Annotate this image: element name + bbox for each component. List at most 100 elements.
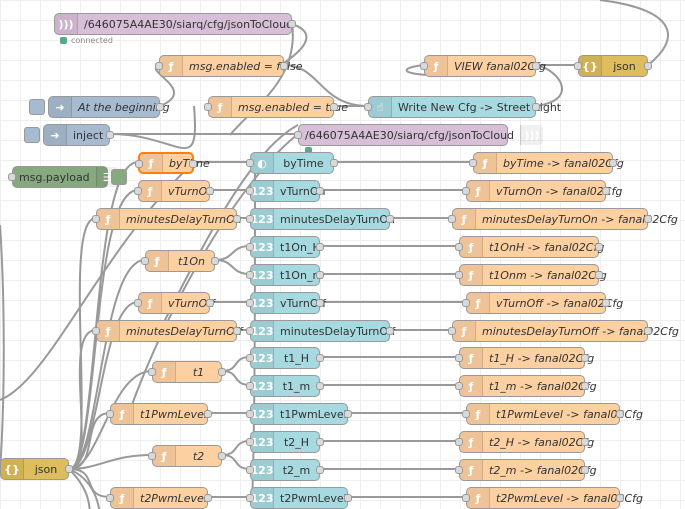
output-port[interactable] xyxy=(595,243,603,251)
inject-trigger-button[interactable] xyxy=(24,127,40,143)
output-port[interactable] xyxy=(206,187,214,195)
output-port[interactable] xyxy=(602,299,610,307)
output-port[interactable] xyxy=(316,438,324,446)
output-port[interactable] xyxy=(316,271,324,279)
output-port[interactable] xyxy=(644,327,652,335)
input-port[interactable] xyxy=(455,354,463,362)
output-port[interactable] xyxy=(386,327,394,335)
input-port[interactable] xyxy=(455,438,463,446)
json-node-bottom[interactable]: {} json xyxy=(0,458,73,480)
output-port[interactable] xyxy=(233,327,241,335)
output-port[interactable] xyxy=(532,62,540,70)
button-node-write-cfg[interactable]: ☝ Write New Cfg -> Street Light xyxy=(364,96,561,118)
output-port[interactable] xyxy=(595,271,603,279)
output-port[interactable] xyxy=(189,160,197,168)
input-port[interactable] xyxy=(155,62,163,70)
output-port[interactable] xyxy=(288,20,296,28)
output-port[interactable] xyxy=(532,103,540,111)
output-port[interactable] xyxy=(616,494,624,502)
input-port[interactable] xyxy=(455,466,463,474)
output-port[interactable] xyxy=(211,257,219,265)
function-node-enabled-false[interactable]: ƒ msg.enabled = false xyxy=(155,55,303,77)
input-port[interactable] xyxy=(246,438,254,446)
output-port[interactable] xyxy=(644,62,652,70)
function-node-enabled-true[interactable]: ƒ msg.enabled = true xyxy=(204,96,348,118)
input-port[interactable] xyxy=(246,187,254,195)
output-port[interactable] xyxy=(616,410,624,418)
input-port[interactable] xyxy=(141,257,149,265)
input-port[interactable] xyxy=(134,299,142,307)
input-port[interactable] xyxy=(462,494,470,502)
output-port[interactable] xyxy=(581,382,589,390)
output-port[interactable] xyxy=(280,62,288,70)
input-port[interactable] xyxy=(574,62,582,70)
input-port[interactable] xyxy=(420,62,428,70)
inject-trigger-button[interactable] xyxy=(29,99,45,115)
output-port[interactable] xyxy=(581,438,589,446)
output-port[interactable] xyxy=(204,410,212,418)
input-port[interactable] xyxy=(455,382,463,390)
input-port[interactable] xyxy=(448,327,456,335)
switch-node-byTime[interactable]: ◐byTime xyxy=(246,152,338,174)
input-port[interactable] xyxy=(106,410,114,418)
output-port[interactable] xyxy=(316,243,324,251)
output-port[interactable] xyxy=(316,466,324,474)
input-port[interactable] xyxy=(246,243,254,251)
input-port[interactable] xyxy=(134,187,142,195)
output-port[interactable] xyxy=(330,159,338,167)
input-port[interactable] xyxy=(462,299,470,307)
input-port[interactable] xyxy=(448,215,456,223)
input-port[interactable] xyxy=(246,466,254,474)
input-port[interactable] xyxy=(8,173,16,181)
json-node-top[interactable]: {} json xyxy=(574,55,652,77)
output-port[interactable] xyxy=(233,215,241,223)
input-port[interactable] xyxy=(246,271,254,279)
input-port[interactable] xyxy=(148,452,156,460)
output-port[interactable] xyxy=(344,410,352,418)
output-port[interactable] xyxy=(316,354,324,362)
debug-node-msg-payload[interactable]: msg.payload ☰ xyxy=(8,166,127,188)
mqtt-in-node[interactable]: ))) /646075A4AE30/siarq/cfg/jsonToCloud xyxy=(54,13,296,35)
input-port[interactable] xyxy=(462,187,470,195)
output-port[interactable] xyxy=(609,159,617,167)
input-port[interactable] xyxy=(148,368,156,376)
input-port[interactable] xyxy=(246,299,254,307)
output-port[interactable] xyxy=(65,465,73,473)
output-port[interactable] xyxy=(602,187,610,195)
output-port[interactable] xyxy=(206,299,214,307)
input-port[interactable] xyxy=(246,410,254,418)
input-port[interactable] xyxy=(469,159,477,167)
input-port[interactable] xyxy=(246,354,254,362)
output-port[interactable] xyxy=(316,382,324,390)
input-port[interactable] xyxy=(135,160,143,168)
inject-node[interactable]: ➜ inject xyxy=(24,124,114,146)
input-port[interactable] xyxy=(106,494,114,502)
input-port[interactable] xyxy=(455,271,463,279)
